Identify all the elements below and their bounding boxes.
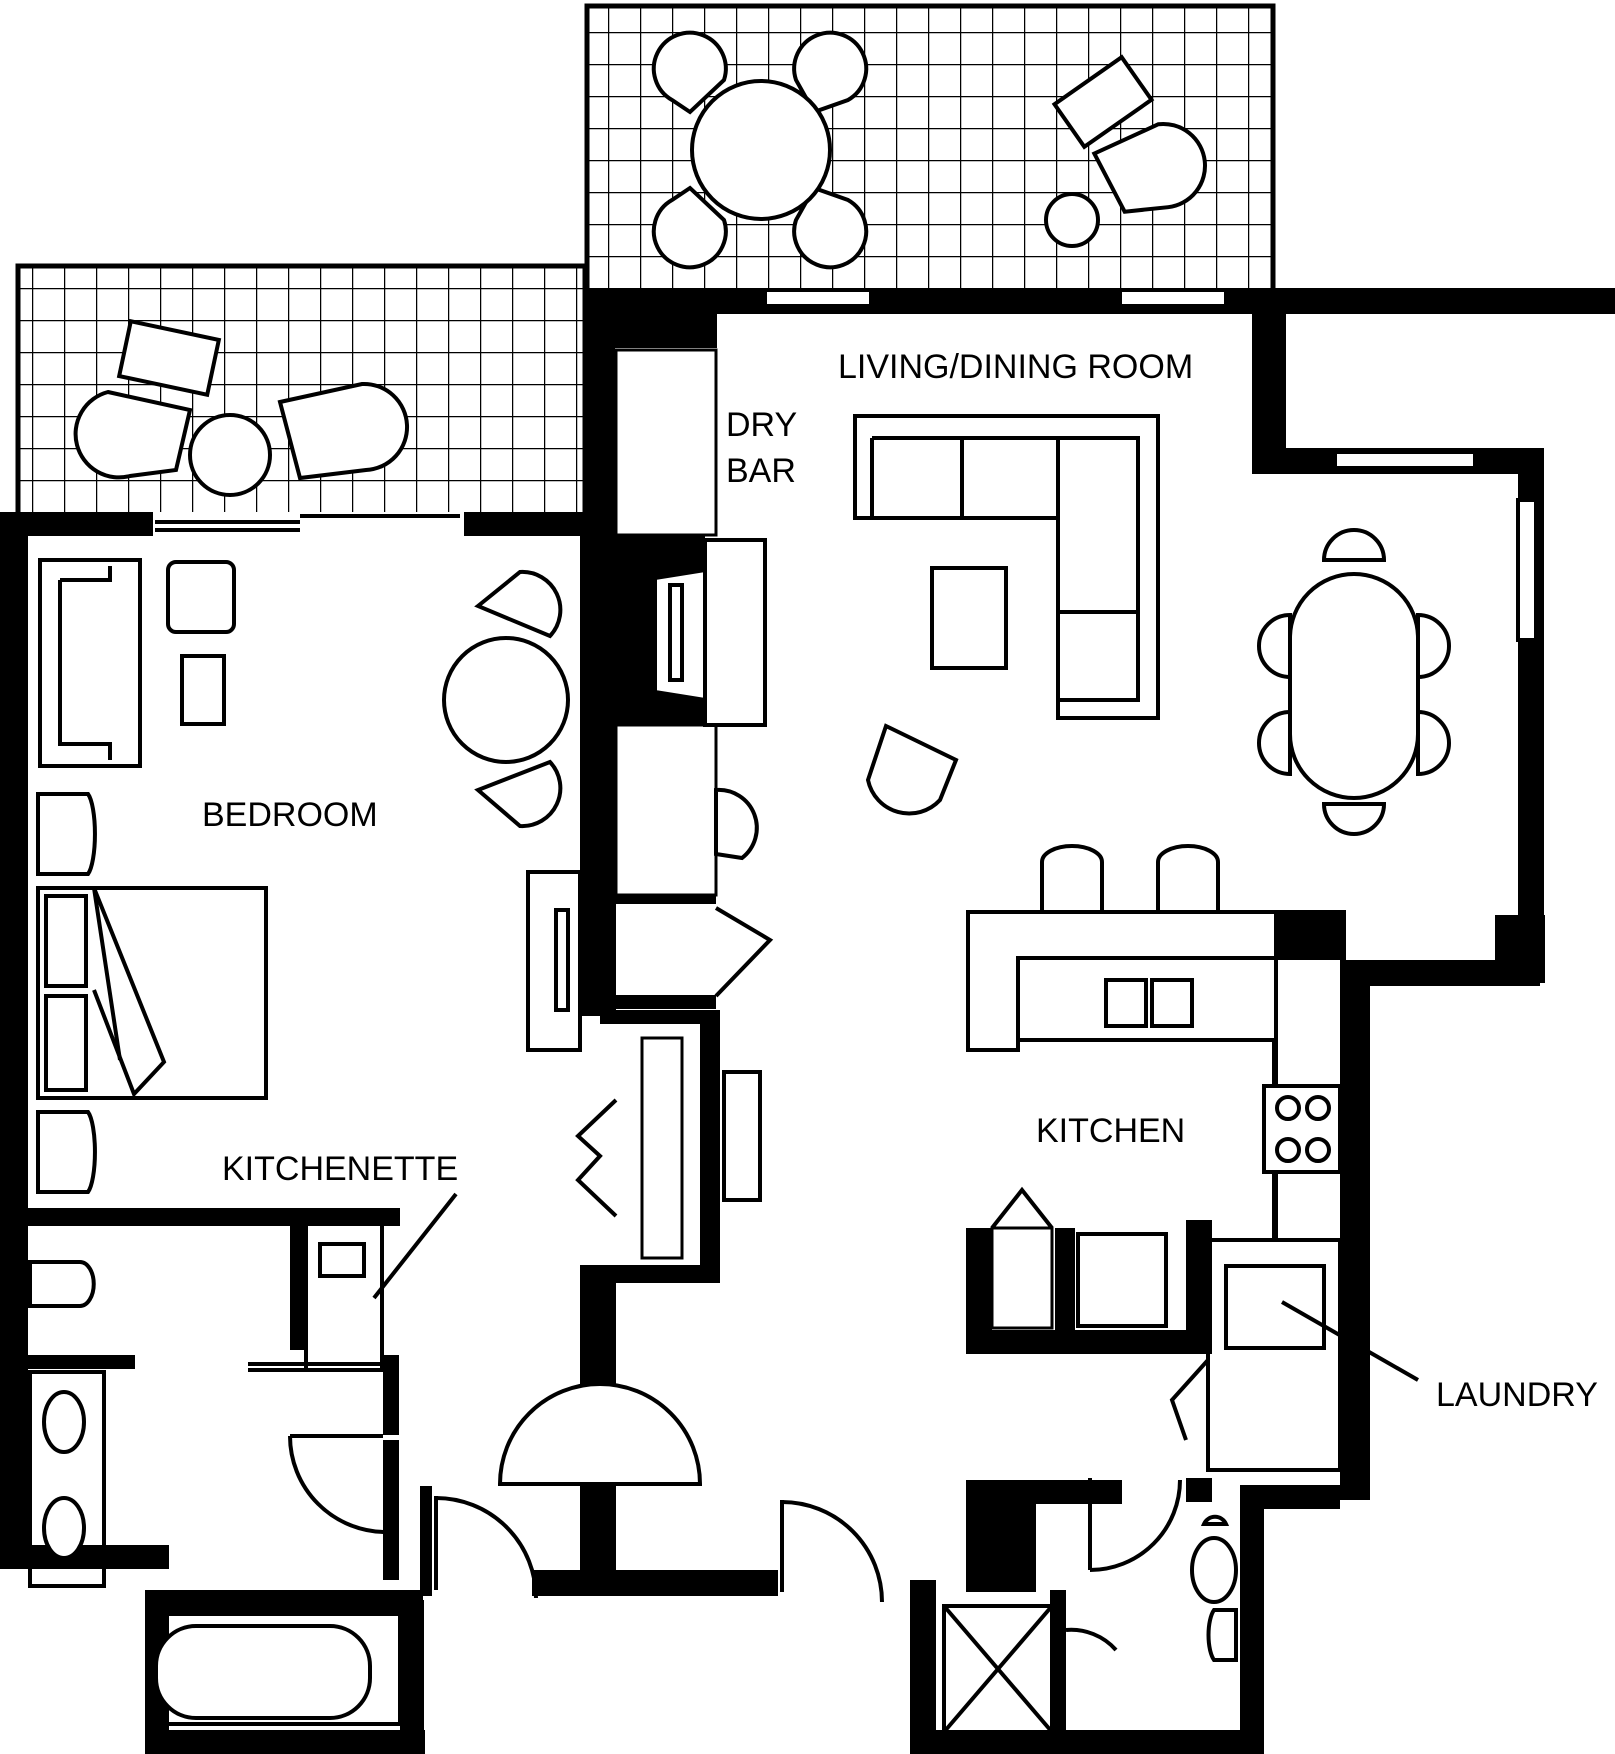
coffee-table [930, 566, 1008, 670]
bedroom-sofa [38, 558, 142, 768]
kitchen-pantry [990, 1186, 1168, 1330]
doors-misc [288, 906, 1182, 1652]
bar-stools [1040, 844, 1220, 912]
dry-bar-counter [614, 348, 718, 897]
dining-set [1257, 528, 1451, 836]
fireplace [605, 535, 767, 727]
label-kitchen: KITCHEN [1036, 1112, 1185, 1150]
patio-dining-set [651, 30, 869, 270]
dresser [526, 870, 582, 1052]
bedroom-table-set [442, 569, 570, 829]
label-dry-bar-line2: BAR [726, 452, 796, 490]
entry-door [497, 1382, 703, 1580]
patio-lounge-set-right [1044, 54, 1207, 248]
kitchenette-unit [248, 1192, 458, 1372]
windows [155, 288, 1538, 642]
nightstands [36, 792, 97, 1194]
bathroom-left [28, 1260, 402, 1726]
walls [0, 288, 1615, 1754]
bedroom-side-table [180, 654, 226, 726]
patio-lounge-set-left [73, 318, 410, 497]
sectional-sofa [853, 414, 1160, 720]
bedroom-ottoman [166, 560, 236, 634]
armchair-living [865, 723, 959, 816]
label-bedroom: BEDROOM [202, 796, 378, 834]
kitchen-counter [966, 910, 1342, 1242]
laundry-machine [1169, 1238, 1419, 1472]
bed [36, 886, 268, 1100]
coat-closet [575, 1036, 762, 1260]
powder-room [942, 1514, 1238, 1734]
label-laundry: LAUNDRY [1436, 1376, 1598, 1414]
label-kitchenette: KITCHENETTE [222, 1150, 458, 1188]
armchair-entry [714, 787, 759, 861]
label-living-dining-room: LIVING/DINING ROOM [838, 348, 1193, 386]
label-dry-bar-line1: DRY [726, 406, 797, 444]
